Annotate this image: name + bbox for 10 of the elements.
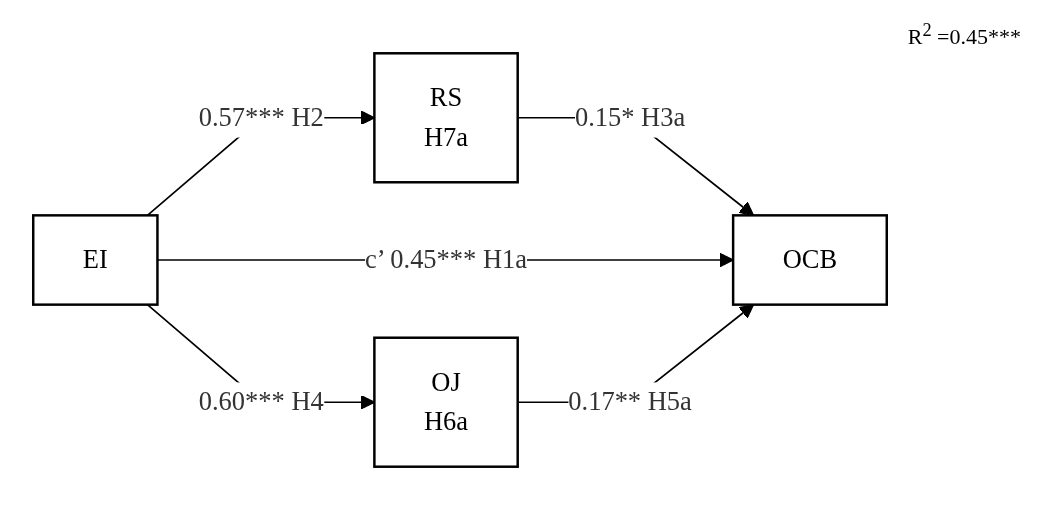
edge-label: 0.60*** H4 xyxy=(198,387,324,416)
node-box: OCB xyxy=(731,214,888,306)
node-box: RS H7a xyxy=(373,52,519,184)
edge-label: 0.15* H3a xyxy=(574,102,686,132)
edge-label: 0.57*** H2 xyxy=(198,102,324,132)
edge-label: 0.17** H5a xyxy=(568,387,692,416)
node-box: OJ H6a xyxy=(373,336,519,468)
edge-label: c’ 0.45*** H1a xyxy=(365,245,527,274)
node-box: EI xyxy=(32,214,159,306)
r-squared-note: R$^{2}$ =0.45*** xyxy=(907,20,1021,51)
